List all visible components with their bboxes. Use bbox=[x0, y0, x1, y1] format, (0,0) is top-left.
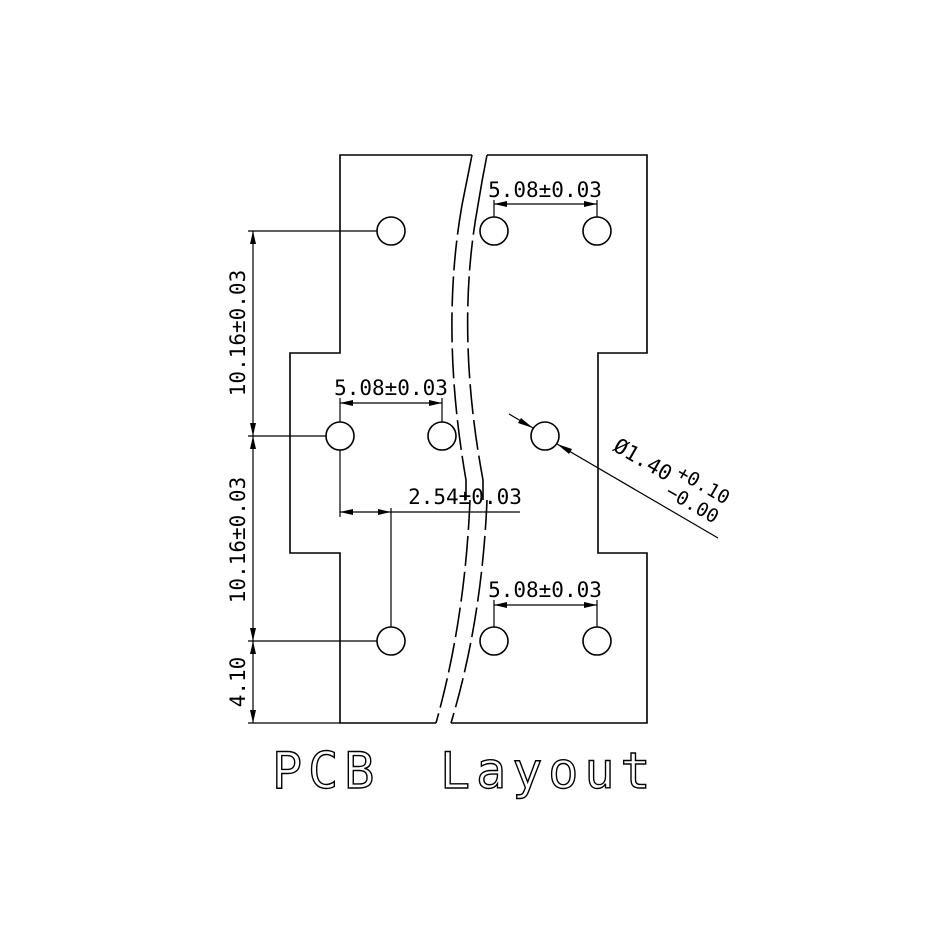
diameter-label: Ø1.40 +0.10 −0.00 bbox=[610, 434, 734, 529]
hole-right-bottom-2 bbox=[582, 626, 612, 656]
hole-left-top bbox=[376, 216, 406, 246]
hole-right-bottom-1 bbox=[479, 626, 509, 656]
offset-dimension bbox=[339, 450, 520, 627]
break-lines bbox=[435, 154, 488, 724]
vertical-dimension bbox=[248, 230, 377, 724]
dim-hole-diameter: Ø1.40 bbox=[610, 434, 677, 486]
dim-pitch-bottom: 5.08±0.03 bbox=[488, 578, 602, 602]
left-board-outline bbox=[289, 154, 472, 724]
dim-vertical-edge: 4.10 bbox=[226, 657, 250, 708]
pitch-bottom-dimension bbox=[493, 600, 598, 627]
dim-pitch-top: 5.08±0.03 bbox=[488, 178, 602, 202]
hole-right-middle bbox=[530, 421, 560, 451]
hole-right-top-2 bbox=[582, 216, 612, 246]
dim-offset: 2.54±0.03 bbox=[408, 485, 522, 509]
dim-vertical-lower: 10.16±0.03 bbox=[226, 477, 250, 603]
hole-right-top-1 bbox=[479, 216, 509, 246]
right-board-outline bbox=[451, 154, 648, 724]
pitch-middle-dimension bbox=[339, 398, 443, 422]
diameter-leader bbox=[508, 413, 719, 539]
caption-pcb: PCB bbox=[272, 742, 380, 800]
hole-left-middle-2 bbox=[427, 421, 457, 451]
pitch-top-dimension bbox=[493, 200, 598, 217]
dim-vertical-upper: 10.16±0.03 bbox=[226, 270, 250, 396]
hole-left-middle bbox=[325, 421, 355, 451]
dim-pitch-middle: 5.08±0.03 bbox=[334, 376, 448, 400]
caption-layout: Layout bbox=[440, 742, 657, 800]
hole-left-bottom bbox=[376, 626, 406, 656]
holes bbox=[325, 216, 612, 656]
